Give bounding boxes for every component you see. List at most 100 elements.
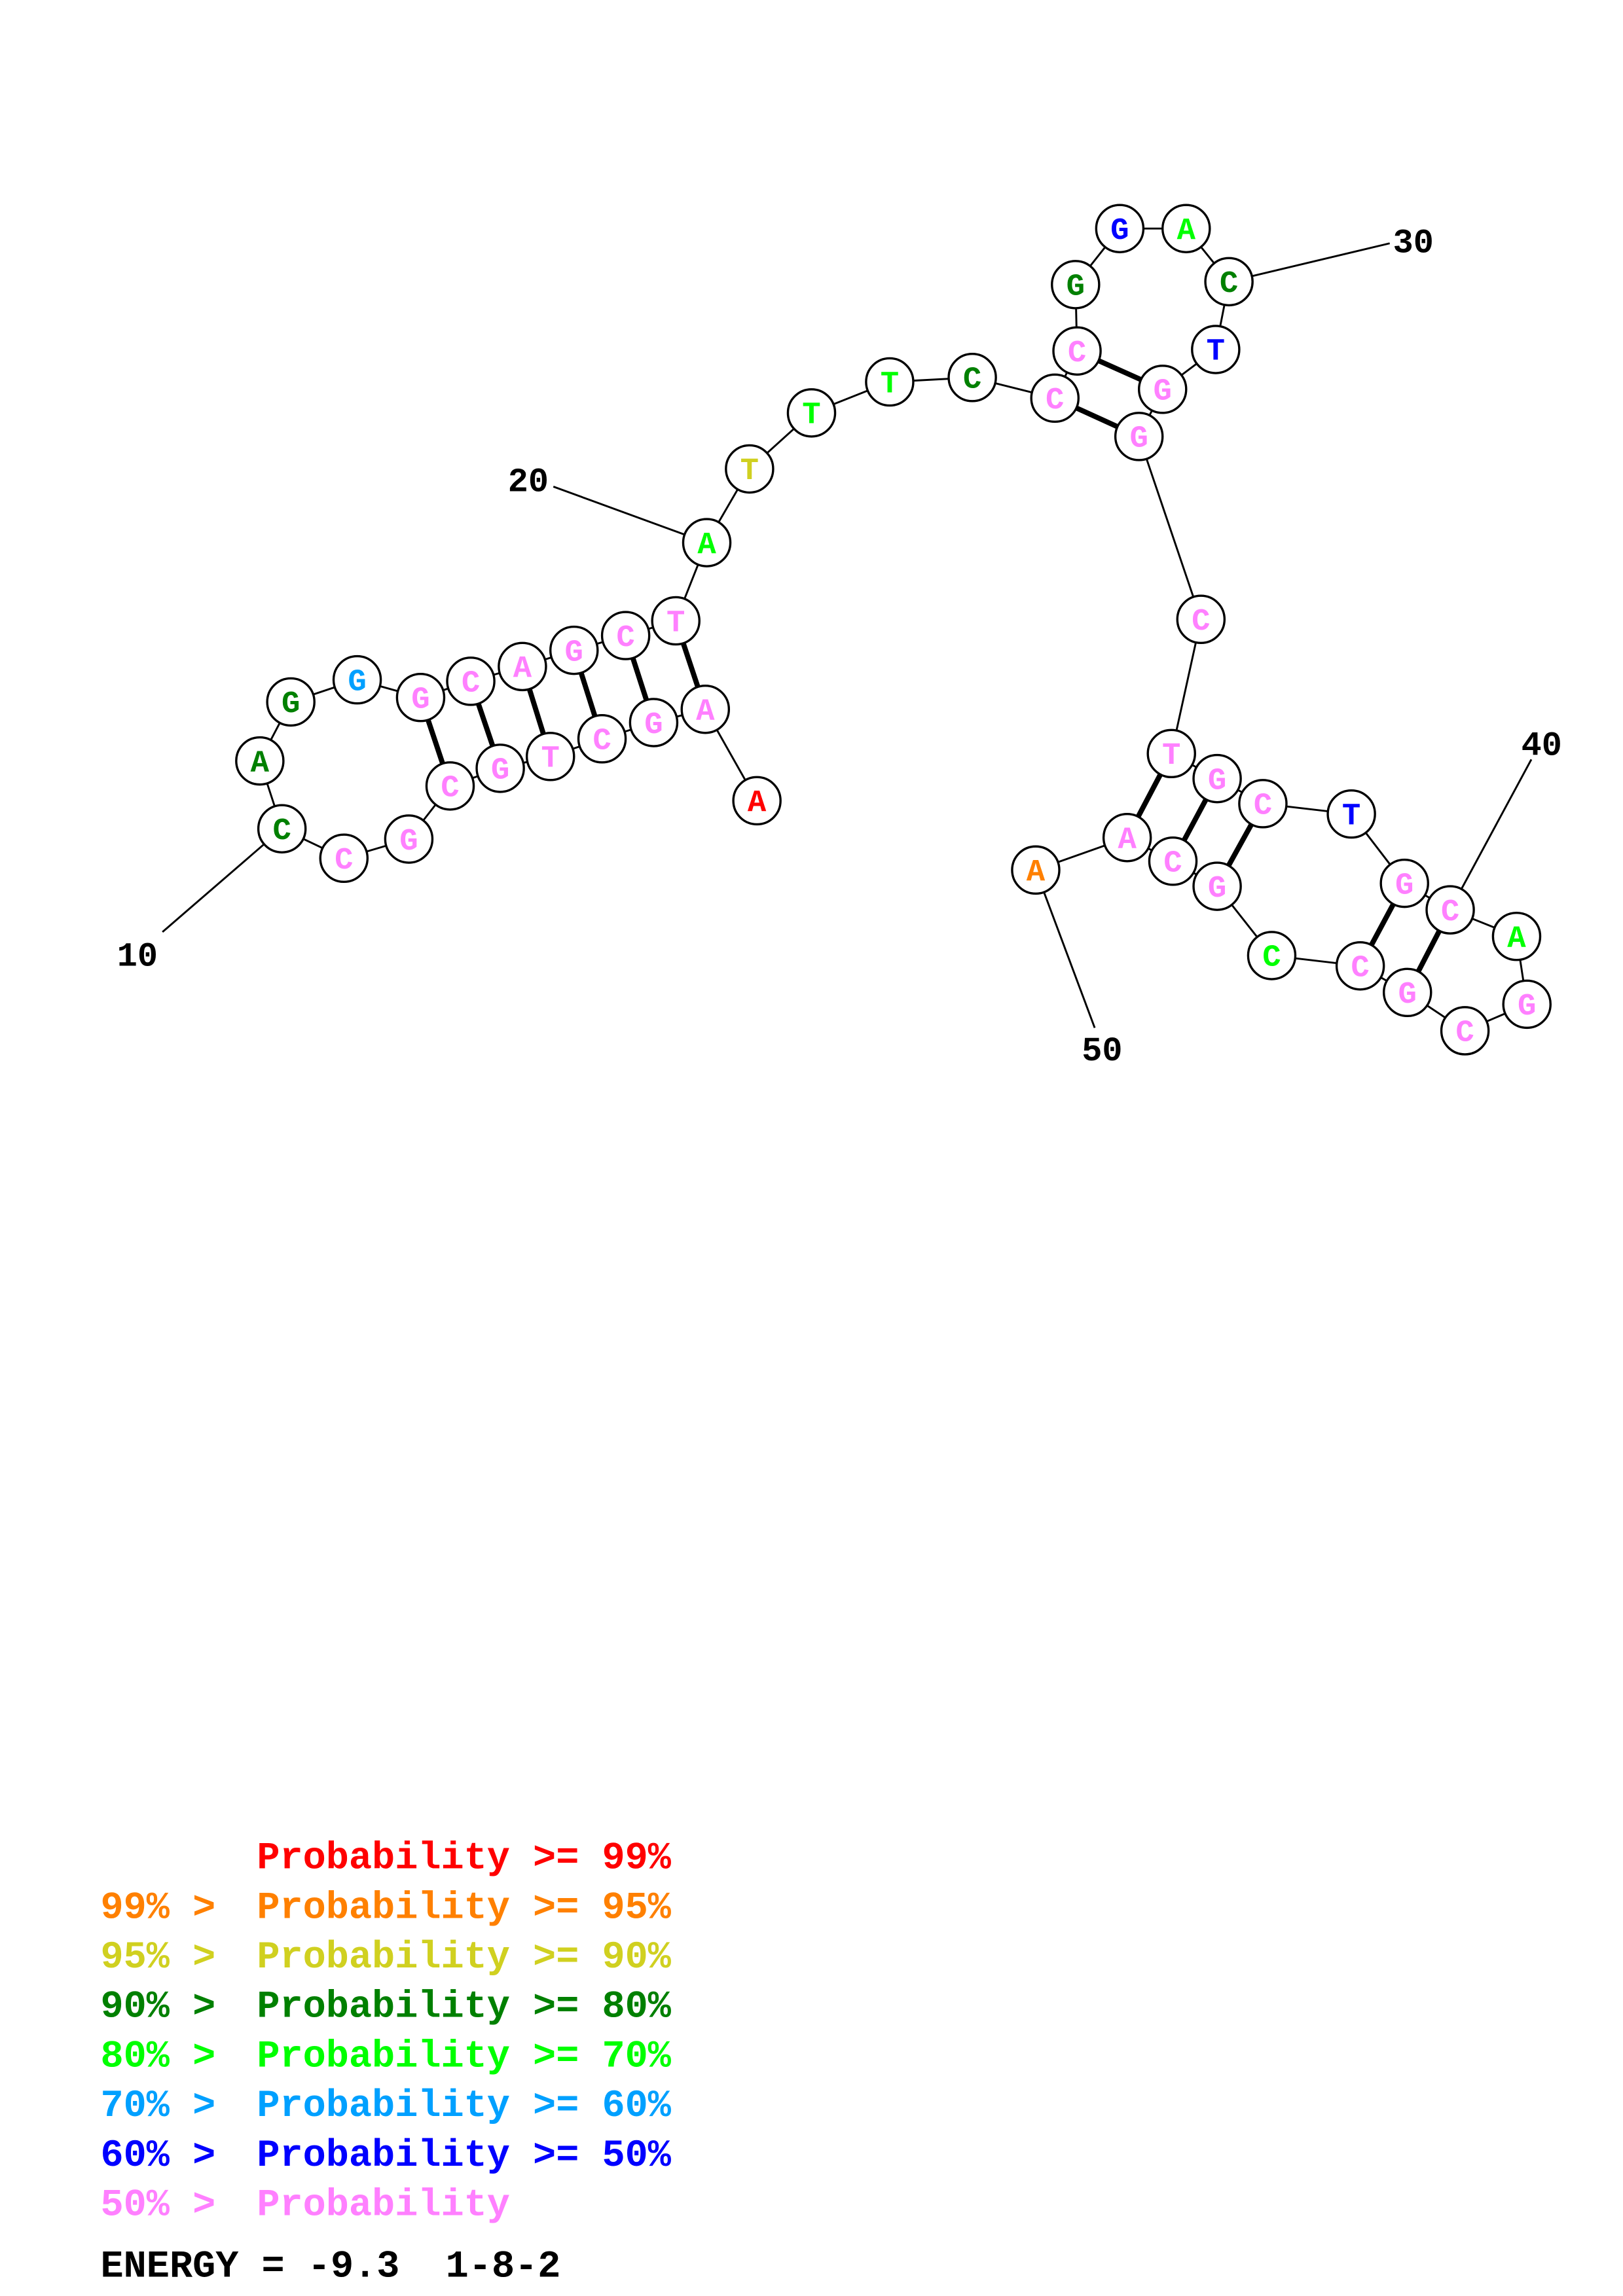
nucleotide-circle	[1502, 979, 1552, 1030]
nucleotide-base: C	[1220, 267, 1238, 302]
nucleotide-base: G	[1398, 978, 1417, 1013]
nucleotide-11: A	[235, 736, 285, 786]
nucleotide-base: G	[1110, 214, 1129, 249]
nucleotide-24: C	[947, 353, 997, 403]
nucleotide-circle	[395, 672, 446, 723]
nucleotide-circle	[1382, 967, 1432, 1018]
nucleotide-circle	[1491, 911, 1542, 961]
nucleotide-base: T	[1342, 799, 1360, 834]
nucleotide-29: A	[1161, 204, 1211, 253]
nucleotide-circle	[1146, 728, 1196, 779]
position-label: 50	[1082, 1032, 1122, 1071]
legend-entry: Probability >= 60%	[257, 2084, 671, 2128]
nucleotide-circle	[525, 732, 575, 781]
position-label: 30	[1393, 224, 1434, 262]
nucleotide-circle	[498, 641, 547, 692]
nucleotide-49: A	[1102, 812, 1152, 863]
nucleotide-circle	[865, 357, 915, 407]
nucleotide-36: G	[1192, 753, 1242, 804]
nucleotide-47: G	[1192, 861, 1242, 911]
nucleotide-circle	[725, 444, 775, 494]
nucleotide-circle	[1030, 373, 1080, 423]
nucleotide-38: T	[1326, 789, 1376, 839]
nucleotide-base: A	[697, 528, 716, 563]
nucleotide-circle	[319, 833, 369, 884]
nucleotide-31: T	[1191, 325, 1241, 374]
nucleotide-circle	[1192, 753, 1242, 804]
nucleotide-base: G	[644, 708, 663, 743]
nucleotide-34: C	[1176, 594, 1226, 645]
nucleotide-12: G	[266, 677, 316, 727]
nucleotide-37: C	[1238, 779, 1288, 829]
nucleotide-3: G	[629, 698, 679, 747]
legend-prefix: 70% >	[101, 2084, 239, 2128]
nucleotide-base: T	[881, 367, 899, 402]
nucleotide-circle	[332, 655, 382, 705]
nucleotide-circle	[577, 714, 627, 764]
nucleotide-circle	[629, 698, 679, 747]
legend-entry: Probability >= 80%	[257, 1985, 671, 2029]
nucleotide-circle	[1247, 931, 1297, 980]
nucleotide-base: G	[1518, 990, 1536, 1024]
backbone	[259, 227, 1528, 1032]
nucleotide-base: G	[565, 636, 583, 670]
nucleotide-base: G	[282, 687, 300, 722]
nucleotide-48: C	[1148, 836, 1198, 886]
position-tick-line	[1228, 242, 1391, 283]
nucleotide-32: G	[1137, 365, 1188, 414]
nucleotide-base: A	[513, 652, 532, 687]
nucleotide-circle	[1095, 204, 1145, 253]
nucleotide-base: C	[1068, 336, 1086, 371]
nucleotide-45: C	[1335, 941, 1385, 991]
nucleotide-5: T	[525, 732, 575, 781]
nucleotide-circle	[786, 388, 837, 438]
nucleotide-circle	[1192, 861, 1242, 911]
nucleotide-circle	[1176, 594, 1226, 645]
nucleotide-circle	[1011, 845, 1061, 895]
nucleotide-base: G	[348, 665, 366, 700]
nucleotide-23: T	[865, 357, 915, 407]
position-tick-line	[553, 486, 708, 544]
nucleotide-base: C	[272, 814, 291, 849]
position-label: 20	[508, 463, 549, 501]
nucleotide-circle	[1051, 260, 1101, 310]
nucleotide-25: C	[1030, 373, 1080, 423]
nucleotide-base: G	[1129, 422, 1148, 457]
nucleotide-base: G	[1067, 270, 1085, 305]
nucleotide-circle	[1114, 412, 1164, 461]
nucleotide-base: C	[1262, 941, 1281, 976]
nucleotide-base: A	[748, 786, 767, 821]
legend-prefix: 50% >	[101, 2183, 239, 2227]
nucleotide-base: G	[1154, 375, 1172, 410]
nucleotide-circle	[947, 353, 997, 403]
nucleotide-base: C	[1163, 847, 1182, 882]
nucleotide-40: C	[1425, 885, 1475, 935]
nucleotide-base: A	[696, 694, 715, 729]
probability-legend: Probability >= 99%99% > Probability >= 9…	[101, 1837, 672, 2227]
nucleotide-circle	[1191, 325, 1241, 374]
nucleotide-43: C	[1440, 1006, 1490, 1056]
nucleotide-7: C	[425, 761, 475, 811]
nucleotide-base: G	[1395, 869, 1413, 903]
nucleotide-35: T	[1146, 728, 1196, 779]
nucleotide-base: C	[1351, 952, 1369, 986]
nucleotide-base: C	[441, 772, 459, 806]
nucleotide-circle	[549, 625, 599, 675]
energy-label: ENERGY = -9.3 1-8-2	[101, 2245, 561, 2289]
nucleotide-base: A	[251, 746, 270, 781]
nucleotide-base: C	[462, 667, 480, 702]
legend-prefix: 80% >	[101, 2034, 239, 2078]
legend-prefix: 60% >	[101, 2134, 239, 2178]
nucleotide-18: C	[600, 611, 651, 660]
nucleotide-base: C	[593, 725, 611, 759]
nucleotide-base: A	[1027, 855, 1046, 890]
nucleotide-21: T	[725, 444, 775, 494]
nucleotide-14: G	[395, 672, 446, 723]
legend-entry: Probability >= 90%	[257, 1935, 671, 1979]
nucleotide-circle	[475, 744, 525, 793]
nucleotide-circle	[384, 814, 434, 864]
nucleotide-base: C	[1254, 789, 1272, 824]
nucleotide-base: G	[411, 683, 429, 717]
